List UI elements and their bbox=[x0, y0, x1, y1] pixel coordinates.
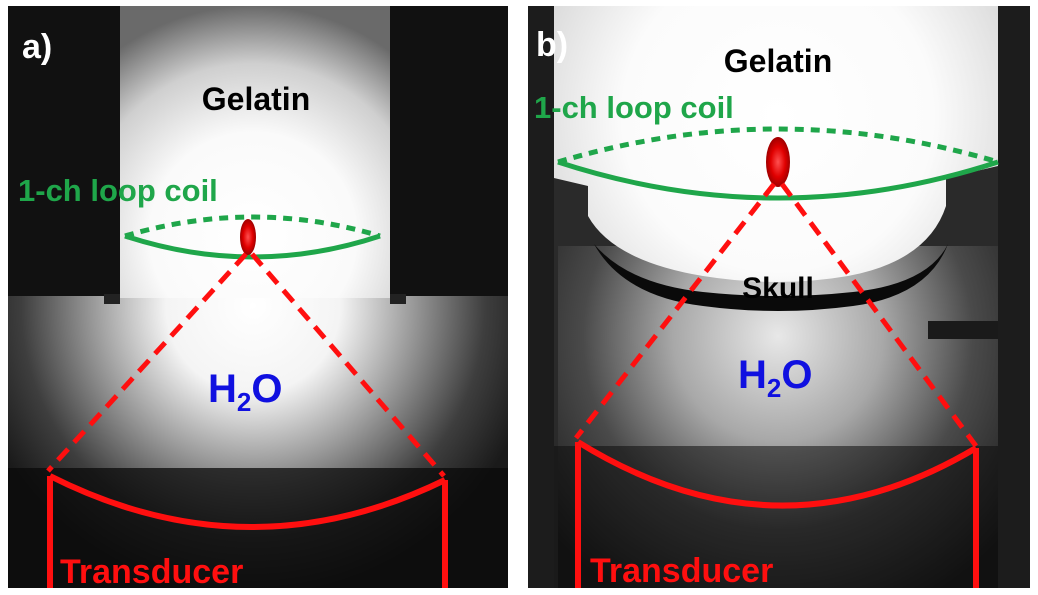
coil-label: 1-ch loop coil bbox=[18, 173, 218, 208]
water-label: H2O bbox=[738, 353, 812, 403]
transducer-label: Transducer bbox=[60, 553, 243, 588]
panel-letter: a) bbox=[22, 28, 52, 66]
coil-bottom-solid bbox=[557, 159, 999, 201]
skull-label: Skull bbox=[742, 272, 814, 305]
panel-b: b) Gelatin 1-ch loop coil Skull H2O Tran… bbox=[528, 6, 1030, 588]
right-wall bbox=[390, 6, 508, 296]
beam-right bbox=[250, 252, 446, 478]
focal-spot bbox=[240, 219, 256, 255]
panel-a: a) Gelatin 1-ch loop coil H2O Transducer bbox=[8, 6, 508, 588]
skull-shell bbox=[594, 244, 948, 311]
gelatin-label: Gelatin bbox=[724, 43, 832, 79]
beam-left bbox=[46, 252, 248, 473]
beam-left bbox=[574, 182, 776, 440]
transducer-face bbox=[576, 439, 978, 509]
beam-right bbox=[779, 182, 979, 448]
coil-label: 1-ch loop coil bbox=[534, 90, 734, 125]
coil-top-dotted bbox=[557, 126, 999, 165]
focal-spot bbox=[766, 137, 790, 187]
panel-letter: b) bbox=[536, 26, 568, 64]
coil-top-dotted bbox=[124, 214, 381, 239]
gelatin-label: Gelatin bbox=[202, 81, 310, 117]
panel-a-image: a) Gelatin 1-ch loop coil H2O Transducer bbox=[8, 6, 508, 588]
transducer-face bbox=[48, 473, 447, 530]
left-wall bbox=[528, 6, 554, 588]
panel-b-image: b) Gelatin 1-ch loop coil Skull H2O Tran… bbox=[528, 6, 1030, 588]
transducer-label: Transducer bbox=[590, 552, 773, 588]
right-wall bbox=[998, 6, 1030, 588]
transducer-walls bbox=[47, 476, 448, 588]
transducer-walls bbox=[575, 442, 979, 588]
transducer-housing bbox=[528, 446, 1030, 588]
left-wall bbox=[8, 6, 120, 296]
water-label: H2O bbox=[208, 367, 282, 417]
